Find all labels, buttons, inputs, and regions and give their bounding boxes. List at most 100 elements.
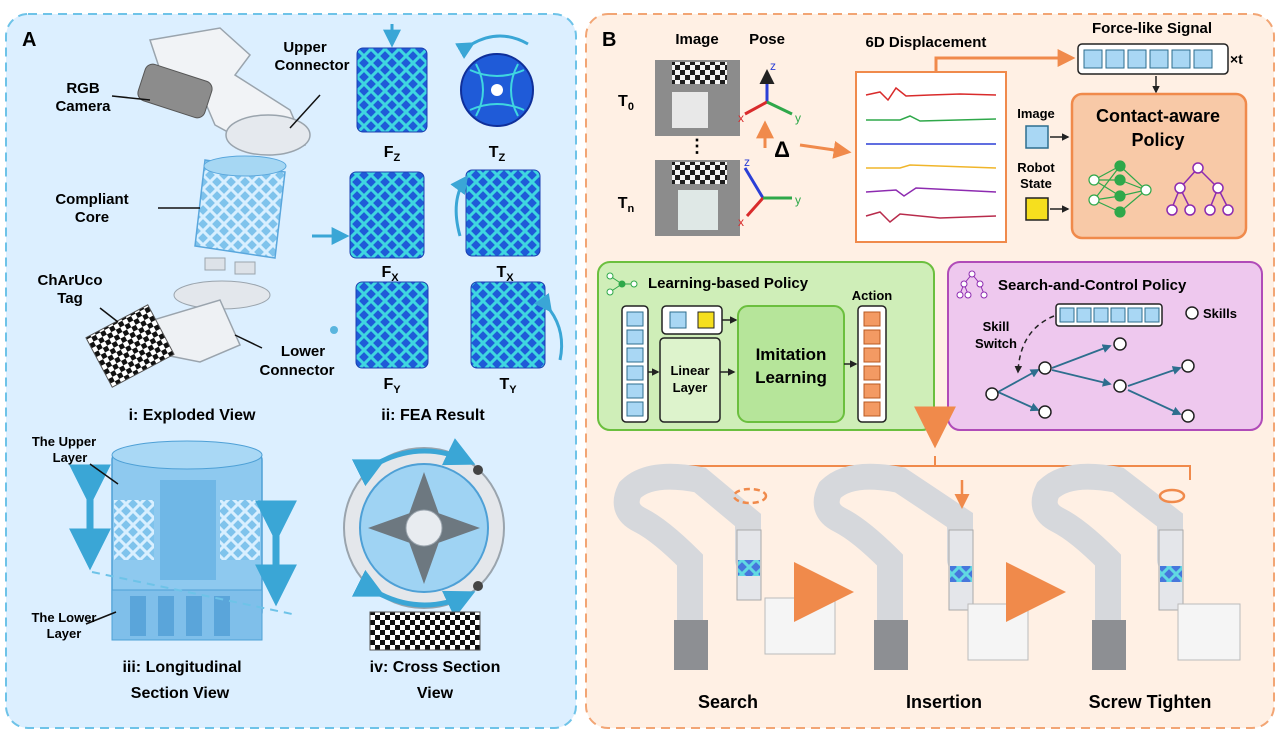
fea-tz-hole	[491, 84, 503, 96]
fea-fx	[349, 171, 425, 259]
imitation-learning-box	[737, 305, 845, 423]
lower-connector-label-2: Connector	[260, 362, 335, 379]
search-motion-icon	[732, 487, 768, 505]
skill-nodes	[985, 337, 1195, 423]
upper-connector-ring	[225, 114, 311, 156]
robot-state-label-1: Robot	[1017, 160, 1055, 175]
cross-section	[343, 438, 505, 651]
contact-aware-policy-box	[1070, 92, 1248, 240]
exploded-view-caption: i: Exploded View	[129, 407, 256, 424]
action-label: Action	[852, 288, 893, 303]
pose-axes-t0	[744, 69, 793, 116]
force-title: Force-like Signal	[1092, 20, 1212, 37]
ellipsis-dots: ⋮	[688, 136, 706, 156]
policy-title-2: Policy	[1131, 130, 1184, 150]
fea-fz	[356, 47, 428, 133]
action-cells	[863, 311, 881, 417]
imitation-label-1: Imitation	[756, 345, 827, 364]
panel-a-letter: A	[22, 29, 36, 51]
cross-section-tag	[369, 611, 481, 651]
axis-x-t0: x	[738, 111, 744, 125]
t0-label: T0	[618, 93, 634, 113]
compliant-core-top	[203, 155, 287, 177]
rgb-camera-label-1: RGB	[66, 80, 100, 97]
tree-icon	[1166, 162, 1234, 216]
search-tree-icon	[956, 270, 988, 299]
spacer-part	[204, 257, 226, 271]
skill-graph	[997, 344, 1182, 416]
robot-state-label-2: State	[1020, 176, 1052, 191]
screw-motion-icon	[1158, 488, 1186, 504]
delta-symbol: Δ	[774, 137, 790, 162]
fea-tx	[465, 169, 541, 257]
learning-nn-icon	[606, 272, 638, 296]
search-control-title: Search-and-Control Policy	[998, 277, 1187, 294]
tx-arrow	[450, 175, 469, 237]
tn-label: Tn	[618, 195, 635, 215]
fea-fy	[355, 281, 429, 369]
axis-z-tn: z	[744, 155, 750, 169]
to-displacement-arrow	[799, 141, 852, 159]
force-signal-cells	[1083, 49, 1213, 69]
exploded-view	[85, 27, 321, 388]
lower-layer-label-1: The Lower	[31, 610, 96, 625]
tz-arrow	[455, 34, 529, 59]
upper-connector-label-1: Upper	[283, 39, 327, 56]
axis-z-t0: z	[770, 59, 776, 73]
linear-layer-label-1: Linear	[670, 363, 709, 378]
robot-search	[613, 463, 836, 670]
displacement-title: 6D Displacement	[866, 34, 987, 51]
image-input-label: Image	[1017, 106, 1055, 121]
tz-label: TZ	[489, 144, 506, 164]
upper-layer-label-2: Layer	[53, 450, 88, 465]
linear-layer-box	[659, 337, 721, 423]
rgb-camera-shape	[137, 63, 213, 119]
stage-label-search: Search	[698, 692, 758, 712]
skill-switch-label-2: Switch	[975, 336, 1017, 351]
pose-axes-tn	[743, 167, 792, 217]
fx-label: FX	[381, 264, 399, 284]
rotation-arrow-bottom	[351, 569, 476, 618]
lower-layer-label-2: Layer	[47, 626, 82, 641]
image-input-square	[1025, 125, 1049, 149]
stage-label-screw-tighten: Screw Tighten	[1089, 692, 1212, 712]
pose-column-label: Pose	[749, 31, 785, 48]
stage-label-insertion: Insertion	[906, 692, 982, 712]
displacement-traces	[865, 86, 997, 224]
skills-legend-node	[1185, 306, 1199, 320]
fy-arrow-dot	[330, 326, 338, 334]
compliant-core-label-1: Compliant	[55, 191, 128, 208]
upper-layer-label-1: The Upper	[32, 434, 96, 449]
upper-connector-label-2: Connector	[275, 57, 350, 74]
cross-caption-2: View	[417, 685, 454, 702]
rgb-camera-label-2: Camera	[55, 98, 111, 115]
imitation-label-2: Learning	[755, 368, 827, 387]
neural-network-icon	[1088, 160, 1152, 218]
ty-arrow	[534, 293, 564, 361]
lower-connector-label-1: Lower	[281, 343, 325, 360]
robot-screw	[1031, 463, 1241, 670]
longitudinal-caption-1: iii: Longitudinal	[122, 659, 241, 676]
longitudinal-caption-2: Section View	[131, 685, 230, 702]
cross-caption-1: iv: Cross Section	[370, 659, 501, 676]
skill-switch-arrow	[1014, 315, 1055, 374]
robot-state-square	[1025, 197, 1049, 221]
fz-label: FZ	[384, 144, 401, 164]
skill-signal-cells	[1059, 307, 1160, 323]
compliant-core-label-2: Core	[75, 209, 109, 226]
to-force-arrow	[934, 49, 1076, 72]
policy-title-1: Contact-aware	[1096, 106, 1220, 126]
learning-policy-title: Learning-based Policy	[648, 275, 809, 292]
tx-label: TX	[496, 264, 514, 284]
longitudinal-section	[69, 440, 297, 641]
skills-label: Skills	[1203, 306, 1237, 321]
robot-insertion	[813, 463, 1029, 670]
image-column-label: Image	[675, 31, 718, 48]
charuco-tag-label-2: Tag	[57, 290, 83, 307]
fea-results	[312, 24, 564, 369]
axis-y-tn: y	[795, 193, 801, 207]
fea-ty	[470, 281, 546, 369]
linear-layer-label-2: Layer	[673, 380, 708, 395]
fy-label: FY	[383, 376, 401, 396]
